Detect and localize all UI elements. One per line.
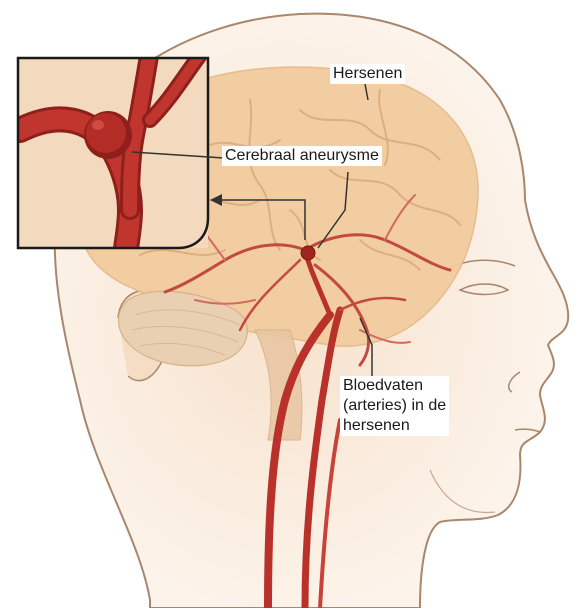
label-blood-vessels-line1: Bloedvaten [343, 376, 446, 396]
label-blood-vessels-line2: (arteries) in de [343, 396, 446, 416]
label-cerebral-aneurysm: Cerebraal aneurysme [222, 146, 382, 166]
aneurysm-small [301, 246, 315, 260]
label-brain: Hersenen [330, 64, 405, 84]
label-blood-vessels-line3: hersenen [343, 416, 446, 436]
label-blood-vessels: Bloedvaten (arteries) in de hersenen [340, 376, 449, 436]
